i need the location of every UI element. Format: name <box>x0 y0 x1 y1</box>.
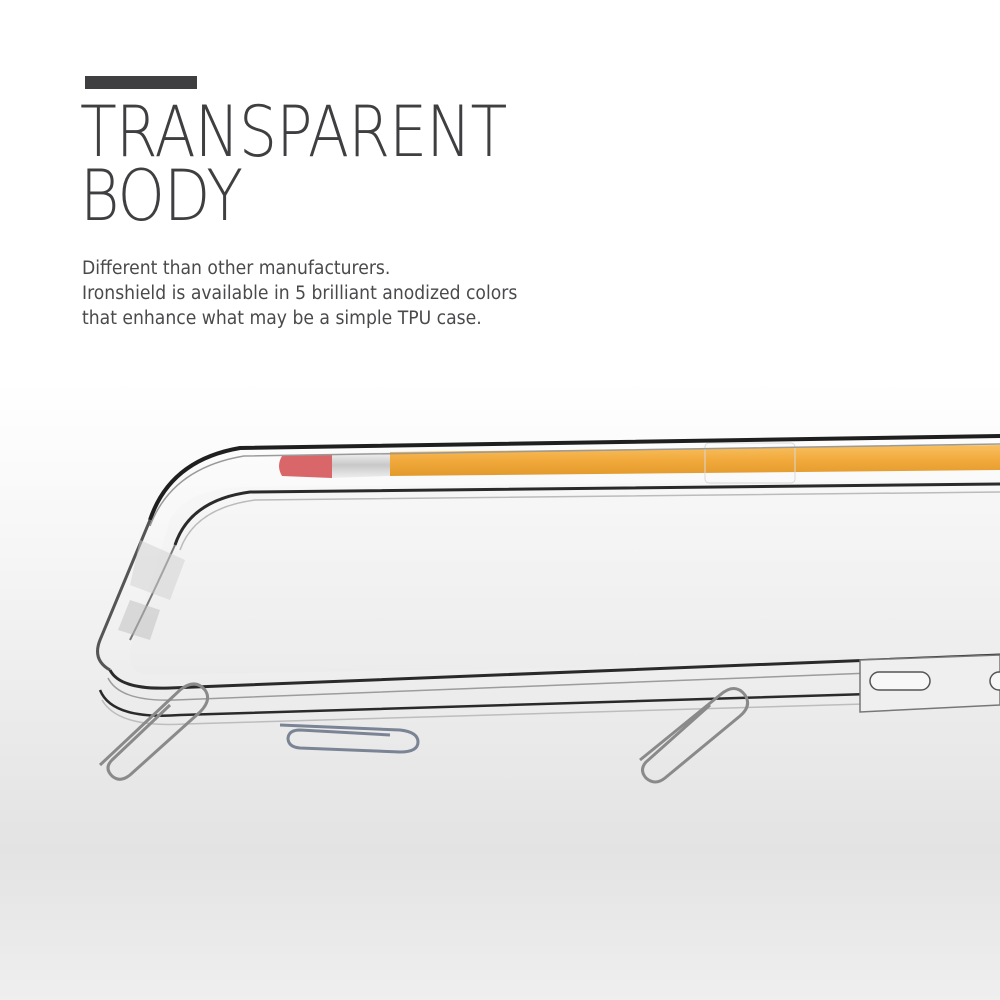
phone-case <box>96 434 1000 726</box>
description-line-1: Different than other manufacturers. <box>82 258 391 279</box>
paperclip-illustration <box>98 682 750 784</box>
accent-bar <box>85 76 197 89</box>
page-title: TRANSPARENT BODY <box>80 91 507 237</box>
pencil-illustration <box>279 442 1000 484</box>
description: Different than other manufacturers. Iron… <box>82 256 517 331</box>
headline-line-2: BODY <box>80 155 243 237</box>
description-line-2: Ironshield is available in 5 brilliant a… <box>82 283 518 304</box>
description-line-3: that enhance what may be a simple TPU ca… <box>82 308 482 329</box>
product-image <box>96 434 1000 784</box>
headline-line-1: TRANSPARENT <box>80 91 507 173</box>
